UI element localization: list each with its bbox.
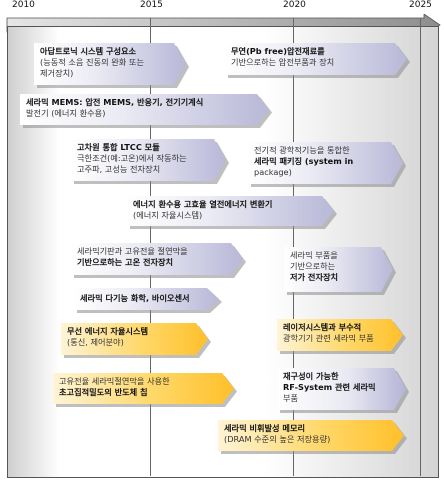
roadmap-item-high-temp: 세라믹기판과 고유전율 절연막을 기반으로하는 고온 전자장치	[71, 243, 243, 275]
item-title: 무선 에너지 자율시스템	[67, 326, 149, 336]
year-label-2015: 2015	[140, 0, 163, 10]
item-line: 부품	[283, 393, 299, 403]
item-line: (에너지 자율시스템)	[133, 210, 203, 220]
item-title: 무연(Pb free)압전재료를	[231, 46, 325, 56]
item-title: 초고집적밀도의 반도체 칩	[59, 387, 148, 397]
roadmap-item-thermoelectric: 에너지 환수용 고효율 열전에너지 변환기 (에너지 자율시스템)	[127, 196, 334, 226]
item-line: (능동적 소음 진동의 완화 또는	[40, 57, 144, 67]
item-line: 제거장치)	[40, 68, 74, 78]
roadmap-item-ltcc: 고차원 통합 LTCC 모듈 극한조건(예:고온)에서 작동하는 고주파, 고성…	[71, 139, 226, 181]
item-title: 재구성이 가능한	[283, 371, 339, 381]
gridline-2025	[420, 18, 421, 476]
roadmap-item-semiconductor: 고유전율 세라믹절연막을 사용한 초고집적밀도의 반도체 칩	[53, 373, 234, 404]
item-line: 세라믹 부품을	[290, 250, 338, 260]
item-line: 고유전율 세라믹절연막을 사용한	[59, 376, 170, 386]
year-label-2010: 2010	[12, 0, 35, 10]
item-title: 에너지 환수용 고효율 열전에너지 변환기	[133, 199, 273, 209]
item-title: 세라믹 MEMS: 압전 MEMS, 반응기, 전기기계식	[26, 97, 204, 107]
item-line: 세라믹기판과 고유전율 절연막을	[77, 246, 188, 256]
roadmap-item-pb-free: 무연(Pb free)압전재료를 기반으로하는 압전부품과 장치	[225, 43, 407, 75]
roadmap-item-adaptronics: 아답트로닉 시스템 구성요소 (능동적 소음 진동의 완화 또는 제거장치)	[34, 43, 186, 85]
item-title: 고차원 통합 LTCC 모듈	[77, 142, 160, 152]
item-title: 레이저시스템과 부수적	[283, 322, 362, 332]
roadmap-item-nonvolatile: 세라믹 비휘발성 메모리 (DRAM 수준의 높은 저장용량)	[218, 420, 404, 451]
item-line: 기반으로하는	[290, 261, 336, 271]
roadmap-item-packaging: 전기적 광학적기능을 통합한 세라믹 패키징 (system in packag…	[248, 142, 403, 184]
roadmap-item-rf-system: 재구성이 가능한 RF-System 관련 세라믹 부품	[277, 368, 406, 410]
item-title: 아답트로닉 시스템 구성요소	[40, 46, 137, 56]
item-title: RF-System 관련 세라믹	[283, 382, 376, 392]
year-label-2020: 2020	[283, 0, 306, 10]
item-line: 전기적 광학적기능을 통합한	[254, 145, 350, 155]
item-line: 발전기 (에너지 환수용)	[26, 108, 106, 118]
item-title: 세라믹 패키징 (system in	[254, 156, 354, 166]
roadmap-item-wireless: 무선 에너지 자율시스템 (통신, 제어분야)	[61, 323, 208, 355]
item-line: 광학기기 관련 세라믹 부품	[283, 333, 374, 343]
item-line: package)	[254, 167, 292, 177]
item-line: 기반으로하는 압전부품과 장치	[231, 57, 335, 67]
item-title: 세라믹 비휘발성 메모리	[224, 423, 306, 433]
item-title: 기반으로하는 고온 전자장치	[77, 257, 174, 267]
roadmap-item-low-cost: 세라믹 부품을 기반으로하는 저가 전자장치	[284, 247, 393, 292]
item-line: (통신, 제어분야)	[67, 337, 124, 347]
item-line: 고주파, 고성능 전자장치	[77, 164, 161, 174]
roadmap-item-multifunction: 세라믹 다기능 화학, 바이오센서	[74, 288, 219, 310]
year-label-2025: 2025	[409, 0, 432, 10]
item-title: 저가 전자장치	[290, 272, 339, 282]
roadmap-item-laser: 레이저시스템과 부수적 광학기기 관련 세라믹 부품	[277, 319, 403, 351]
item-line: (DRAM 수준의 높은 저장용량)	[224, 434, 331, 444]
item-title: 세라믹 다기능 화학, 바이오센서	[80, 293, 190, 303]
item-line: 극한조건(예:고온)에서 작동하는	[77, 153, 187, 163]
roadmap-item-ceramic-mems: 세라믹 MEMS: 압전 MEMS, 반응기, 전기기계식 발전기 (에너지 환…	[20, 94, 269, 125]
